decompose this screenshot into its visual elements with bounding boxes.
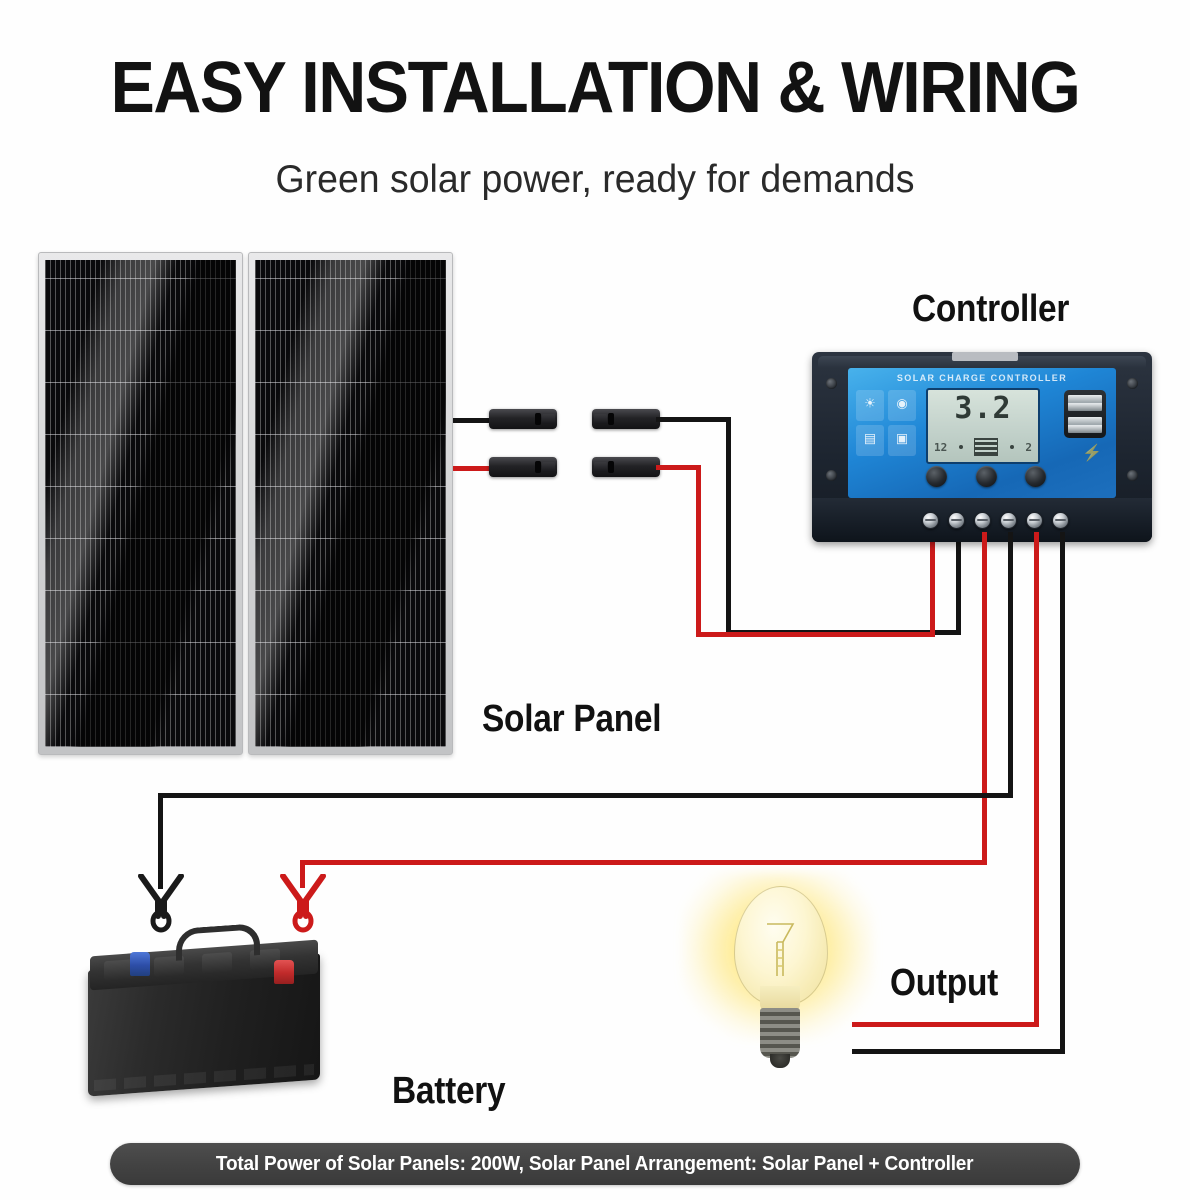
- solar-panel-right: [248, 252, 453, 755]
- mounting-screw-top-left: [826, 378, 837, 389]
- controller-label: Controller: [912, 288, 1070, 330]
- load-glyph: ▣: [895, 430, 909, 446]
- pv-wire-black-stub: [453, 418, 491, 423]
- panel-reflection-right: [255, 260, 408, 747]
- mc4-connector-male-bottom: [592, 457, 660, 477]
- panel-shadow-left: [45, 260, 236, 747]
- ring-clamp-negative-shape: [138, 874, 184, 933]
- bulb-screw-base: [760, 1008, 800, 1058]
- pv-black-seg4: [956, 532, 961, 635]
- light-bulb: [682, 872, 874, 1078]
- terminal-battery-positive[interactable]: [974, 512, 991, 529]
- battery-base-trim: [94, 1063, 314, 1092]
- lcd-value: 3.2: [954, 391, 1012, 426]
- mc4-nub: [594, 414, 607, 424]
- caption-banner: Total Power of Solar Panels: 200W, Solar…: [110, 1143, 1080, 1185]
- pv-red-seg4: [930, 532, 935, 637]
- caption-text: Total Power of Solar Panels: 200W, Solar…: [216, 1152, 974, 1175]
- ring-clamp-positive: [280, 874, 326, 934]
- lcd-dot-right: [1009, 445, 1014, 449]
- usb-port-block[interactable]: [1064, 390, 1106, 438]
- solar-panel-glyph: ☀: [864, 395, 876, 411]
- lcd-right-indicator: 2: [1025, 440, 1032, 454]
- mc4-connector-female-top: [489, 409, 557, 429]
- bulb-filament-icon: [767, 923, 795, 976]
- load-icon: ▣: [888, 425, 916, 456]
- mc4-nub: [542, 462, 555, 472]
- battery-black-seg2: [158, 793, 1013, 798]
- controller-top-tab: [952, 352, 1018, 361]
- panel-shadow-right: [255, 260, 446, 747]
- mc4-connector-male-top: [592, 409, 660, 429]
- terminal-load-positive[interactable]: [1026, 512, 1043, 529]
- terminal-battery-negative[interactable]: [1000, 512, 1017, 529]
- battery-black-seg1: [1008, 532, 1013, 798]
- pv-wire-red-stub: [453, 466, 491, 471]
- ctrl-button-right[interactable]: [1025, 466, 1046, 487]
- battery-icon: ▤: [856, 425, 884, 456]
- usb-port-top[interactable]: [1068, 395, 1102, 411]
- battery-red-seg2: [300, 860, 987, 865]
- mounting-screw-bottom-right: [1127, 470, 1138, 481]
- terminal-pv-positive[interactable]: [922, 512, 939, 529]
- battery-handle: [176, 923, 260, 961]
- solar-charge-controller[interactable]: SOLAR CHARGE CONTROLLER ☀ ◉ ▤ ▣ 3.2 12: [812, 352, 1152, 542]
- output-black-seg1: [1060, 532, 1065, 1052]
- panel-glass-right: [255, 260, 446, 747]
- bulb-neck: [760, 986, 800, 1012]
- controller-brand-text: SOLAR CHARGE CONTROLLER: [896, 373, 1068, 383]
- lcd-left-indicator: 12: [934, 440, 948, 454]
- solar-panel-icon: ☀: [856, 390, 884, 421]
- sun-glyph: ◉: [896, 395, 908, 411]
- output-red-seg1: [1034, 532, 1039, 1025]
- solar-panel-label: Solar Panel: [482, 698, 662, 740]
- pv-red-seg1: [656, 465, 701, 470]
- pv-red-seg3: [696, 632, 935, 637]
- battery-black-seg3: [158, 793, 163, 889]
- battery-label: Battery: [392, 1070, 506, 1112]
- mc4-connector-female-bottom: [489, 457, 557, 477]
- usb-port-bottom[interactable]: [1068, 417, 1102, 433]
- controller-lcd-display: 3.2 12 2: [926, 388, 1040, 464]
- output-red-seg2: [852, 1022, 1039, 1027]
- page-title: EASY INSTALLATION & WIRING: [110, 48, 1081, 128]
- solar-panel-left: [38, 252, 243, 755]
- panel-reflection-left: [45, 260, 198, 747]
- panel-glass-left: [45, 260, 236, 747]
- pv-red-seg2: [696, 465, 701, 637]
- ring-clamp-positive-shape: [280, 874, 326, 933]
- controller-button-row: [926, 466, 1046, 487]
- mounting-screw-top-right: [1127, 378, 1138, 389]
- controller-top-lip: [818, 356, 1146, 368]
- ctrl-button-left[interactable]: [926, 466, 947, 487]
- usb-lightning-icon: ⚡: [1082, 445, 1102, 462]
- output-label: Output: [890, 962, 998, 1004]
- battery-red-seg1: [982, 532, 987, 864]
- pv-black-seg2: [726, 417, 731, 635]
- mc4-nub: [542, 414, 555, 424]
- page-subtitle: Green solar power, ready for demands: [275, 158, 915, 201]
- ctrl-button-middle[interactable]: [975, 466, 997, 487]
- terminal-load-negative[interactable]: [1052, 512, 1069, 529]
- battery: [88, 923, 338, 1105]
- lcd-battery-icon: [974, 438, 999, 456]
- bulb-contact-tip: [770, 1054, 790, 1068]
- mounting-screw-bottom-left: [826, 470, 837, 481]
- sun-icon: ◉: [888, 390, 916, 421]
- battery-negative-terminal[interactable]: [130, 952, 150, 976]
- controller-faceplate: SOLAR CHARGE CONTROLLER ☀ ◉ ▤ ▣ 3.2 12: [848, 368, 1116, 498]
- battery-glyph: ▤: [863, 430, 877, 446]
- bulb-glass: [734, 886, 828, 1006]
- ring-clamp-negative: [138, 874, 184, 934]
- battery-red-seg3: [300, 860, 305, 888]
- output-black-seg2: [852, 1049, 1065, 1054]
- terminal-pv-negative[interactable]: [948, 512, 965, 529]
- battery-positive-terminal[interactable]: [274, 960, 294, 984]
- lcd-dot-left: [958, 445, 963, 449]
- lcd-indicator-row: 12 2: [934, 438, 1032, 456]
- controller-mode-icon-grid: ☀ ◉ ▤ ▣: [856, 390, 916, 456]
- mc4-nub: [594, 462, 607, 472]
- pv-black-seg1: [656, 417, 731, 422]
